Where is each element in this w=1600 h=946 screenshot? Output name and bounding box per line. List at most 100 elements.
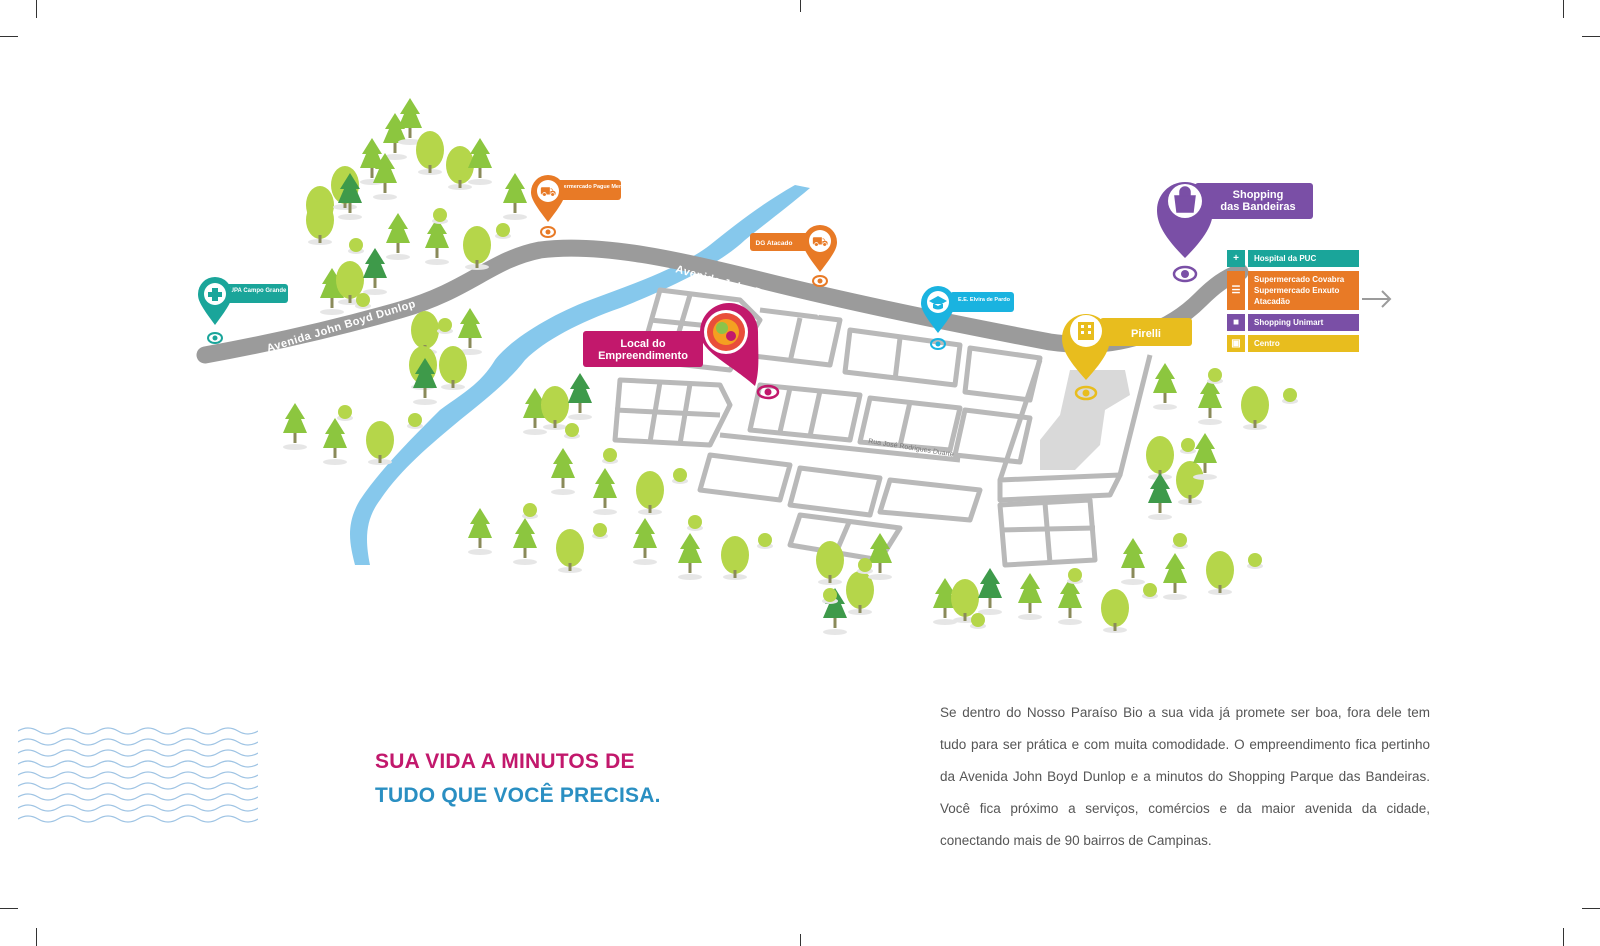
- legend-item-label: Centro: [1248, 335, 1359, 352]
- tree: [1247, 553, 1263, 569]
- tree: [437, 318, 453, 334]
- crop-mark: [0, 36, 18, 37]
- tree: [1172, 533, 1188, 549]
- tree: [463, 226, 491, 270]
- tree: [592, 523, 608, 539]
- legend-item-label: Hospital da PUC: [1248, 250, 1359, 267]
- tree: [633, 518, 657, 565]
- tree: [355, 293, 371, 309]
- tree: [822, 588, 838, 604]
- tree: [1018, 573, 1042, 620]
- svg-text:DG Atacado: DG Atacado: [756, 240, 793, 247]
- arrow-right-icon: [1362, 290, 1392, 308]
- headline-line-2: TUDO QUE VOCÊ PRECISA.: [375, 784, 661, 807]
- crop-mark: [36, 0, 37, 18]
- shopping-cart-icon: ⛟: [812, 235, 828, 250]
- tree: [1193, 433, 1217, 480]
- pin-local-label-2: Empreendimento: [598, 350, 688, 362]
- tree: [687, 515, 703, 531]
- shopping-bag-icon: [1174, 186, 1196, 213]
- shopping-bag-icon: ■: [1227, 314, 1245, 331]
- svg-text:Supermercado Pague Menos: Supermercado Pague Menos: [553, 184, 629, 190]
- wave-line: [18, 771, 258, 779]
- crop-mark: [1563, 0, 1564, 18]
- tree: [383, 113, 407, 160]
- tree: [1121, 538, 1145, 585]
- tree: [1153, 363, 1177, 410]
- tree: [1058, 578, 1082, 625]
- tree: [672, 468, 688, 484]
- pin-shopping-label-1: Shopping: [1233, 189, 1284, 201]
- pin-escola[interactable]: E.E. Elvira de Pardo: [921, 286, 1014, 350]
- tree: [495, 223, 511, 239]
- legend-item: ▣Centro: [1227, 335, 1359, 352]
- tree: [432, 208, 448, 224]
- medical-cross-icon: +: [1227, 250, 1245, 267]
- tree: [1142, 583, 1158, 599]
- tree: [320, 268, 344, 315]
- svg-text:Pirelli: Pirelli: [1131, 328, 1161, 340]
- tree: [306, 201, 334, 245]
- pin-pague-menos-label: Supermercado Pague Menos: [553, 184, 629, 190]
- tree: [363, 248, 387, 295]
- building-icon: ▣: [1227, 335, 1245, 352]
- tree: [593, 468, 617, 515]
- tree: [541, 386, 569, 430]
- tree: [338, 173, 362, 220]
- pin-dg-label: DG Atacado: [756, 240, 793, 247]
- tree: [323, 418, 347, 465]
- shopping-cart-icon: ☰: [1227, 271, 1245, 310]
- tree: [970, 613, 986, 629]
- tree: [407, 413, 423, 429]
- svg-text:Local do: Local do: [620, 338, 666, 350]
- tree: [348, 238, 364, 254]
- tree: [1180, 438, 1196, 454]
- tree: [1163, 553, 1187, 600]
- legend-item: ☰Supermercado Covabra Supermercado Enxut…: [1227, 271, 1359, 310]
- tree: [1101, 589, 1129, 633]
- tree-group: [283, 98, 1298, 635]
- tree: [846, 571, 874, 615]
- tree: [503, 173, 527, 220]
- pin-dg-atacado[interactable]: DG Atacado ⛟: [750, 225, 837, 287]
- crop-mark: [1563, 928, 1564, 946]
- tree: [951, 579, 979, 623]
- pin-pirelli[interactable]: Pirelli: [1062, 314, 1192, 401]
- svg-text:Empreendimento: Empreendimento: [598, 350, 688, 362]
- tree: [468, 508, 492, 555]
- crop-mark: [0, 908, 18, 909]
- pin-local-empreendimento[interactable]: Local do Empreendimento: [583, 303, 780, 400]
- legend: +Hospital da PUC ☰Supermercado Covabra Su…: [1227, 250, 1359, 356]
- tree: [678, 533, 702, 580]
- pin-local-label-1: Local do: [620, 338, 666, 350]
- tree: [468, 138, 492, 185]
- tree: [1148, 473, 1172, 520]
- pin-upa[interactable]: UPA Campo Grande: [198, 277, 288, 344]
- tree: [978, 568, 1002, 615]
- tree: [425, 218, 449, 265]
- tree: [523, 388, 547, 435]
- tree: [551, 448, 575, 495]
- tree: [1282, 388, 1298, 404]
- pin-shopping[interactable]: Shopping das Bandeiras: [1157, 182, 1313, 283]
- svg-text:E.E. Elvira de Pardo: E.E. Elvira de Pardo: [958, 297, 1011, 303]
- tree: [1207, 368, 1223, 384]
- tree: [283, 403, 307, 450]
- tree: [336, 261, 364, 305]
- wave-decoration: [18, 727, 258, 823]
- pin-pague-menos[interactable]: Supermercado Pague Menos ⛟: [531, 175, 629, 238]
- svg-text:Shopping: Shopping: [1233, 189, 1284, 201]
- tree: [337, 405, 353, 421]
- wave-line: [18, 815, 258, 823]
- medical-cross-icon: [208, 288, 222, 301]
- pin-shopping-label-2: das Bandeiras: [1220, 201, 1295, 213]
- tree: [568, 373, 592, 420]
- pin-escola-label: E.E. Elvira de Pardo: [958, 297, 1011, 303]
- tree: [373, 153, 397, 200]
- tree: [556, 529, 584, 573]
- crop-mark: [800, 934, 801, 946]
- tree: [1241, 386, 1269, 430]
- body-paragraph: Se dentro do Nosso Paraíso Bio a sua vid…: [940, 705, 1430, 848]
- tree: [933, 578, 957, 625]
